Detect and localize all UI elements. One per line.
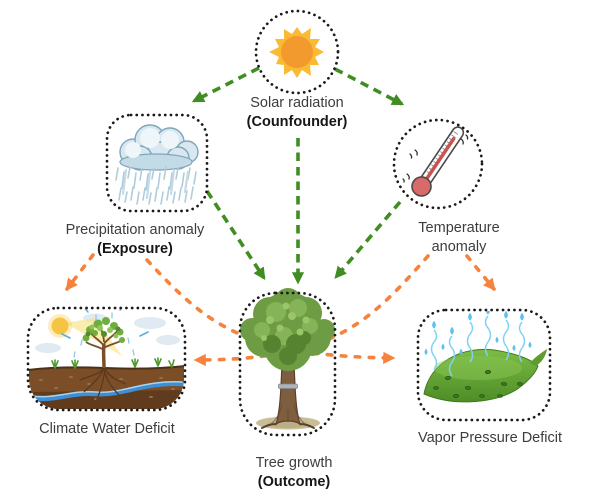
trunk-band [278, 383, 298, 389]
vpd-label: Vapor Pressure Deficit [418, 429, 562, 448]
tree-role-text: (Outcome) [257, 474, 331, 490]
node-tree [238, 291, 337, 437]
tree-label: Tree growth (Outcome) [256, 454, 333, 492]
edge-temperature-to-cwd [193, 254, 430, 367]
edges-layer [65, 66, 496, 367]
edge-precipitation-to-cwd [65, 253, 95, 291]
edge-solar-to-temperature [334, 67, 405, 106]
node-borders [26, 9, 552, 437]
leaf-transpiration-icon [423, 311, 547, 403]
precipitation-role-text: (Exposure) [97, 241, 173, 257]
edge-solar-to-precipitation [191, 66, 260, 103]
temperature-label: Temperature anomaly [403, 219, 515, 257]
sun-icon [269, 27, 324, 78]
solar-label: Solar radiation (Counfounder) [247, 94, 348, 132]
cwd-label-text: Climate Water Deficit [39, 421, 175, 437]
edge-temperature-to-tree [334, 200, 402, 279]
solar-label-text: Solar radiation [250, 95, 344, 111]
soil-water-landscape-icon [29, 309, 184, 409]
node-temperature [392, 118, 484, 210]
vapor-droplets [424, 311, 532, 355]
tree-icon [240, 288, 335, 430]
node-solar [254, 9, 340, 95]
temperature-label-text: Temperature anomaly [418, 220, 500, 255]
edge-temperature-to-vpd [465, 254, 496, 291]
vpd-label-text: Vapor Pressure Deficit [418, 430, 562, 446]
solar-role-text: (Counfounder) [246, 114, 348, 130]
precipitation-label-text: Precipitation anomaly [65, 222, 205, 238]
tree-label-text: Tree growth [255, 455, 333, 471]
rain-cloud-icon [115, 124, 199, 205]
edge-precipitation-to-vpd [145, 258, 396, 364]
thermometer-icon [402, 126, 469, 197]
node-vpd [416, 308, 552, 422]
cwd-label: Climate Water Deficit [39, 420, 175, 439]
precipitation-label: Precipitation anomaly (Exposure) [66, 221, 205, 259]
edge-precipitation-to-tree [205, 190, 266, 281]
node-precipitation [105, 113, 209, 213]
node-cwd [26, 306, 187, 412]
